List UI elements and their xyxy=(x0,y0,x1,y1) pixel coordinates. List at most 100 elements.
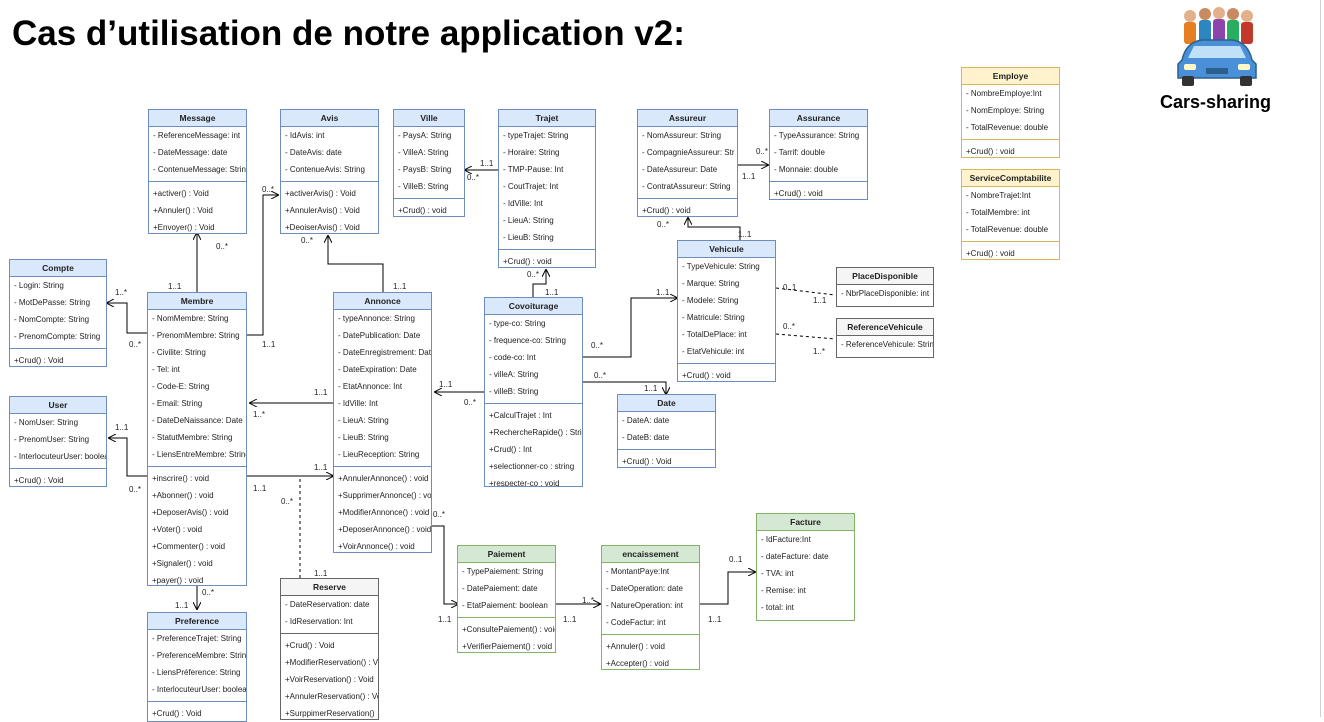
class-attribute: - LieuA: String xyxy=(503,216,554,225)
class-attribute: - TypeAssurance: String xyxy=(774,131,860,140)
class-assureur: Assureur- NomAssureur: String- Compagnie… xyxy=(637,109,738,217)
class-method: +activer() : Void xyxy=(153,189,209,198)
class-name: Covoiturage xyxy=(485,298,582,315)
class-method: +Signaler() : void xyxy=(152,559,213,568)
class-method: +AnnulerAnnonce() : void xyxy=(338,474,429,483)
multiplicity-label: 0..* xyxy=(262,185,275,194)
class-date: Date- DateA: date- DateB: date+Crud() : … xyxy=(617,394,716,468)
class-name: encaissement xyxy=(602,546,699,563)
class-attribute: - DateOperation: date xyxy=(606,584,683,593)
class-name: Trajet xyxy=(499,110,595,127)
class-attribute: - TVA: int xyxy=(761,569,794,578)
line-vehicule-place xyxy=(775,287,836,296)
class-separator xyxy=(458,617,555,618)
class-attribute: - NombreEmploye:Int xyxy=(966,89,1042,98)
class-method: +Crud() : void xyxy=(774,189,823,198)
class-attribute: - DateDeNaissance: Date xyxy=(152,416,243,425)
class-assurance: Assurance- TypeAssurance: String- Tarrif… xyxy=(769,109,868,200)
class-method: +DeposerAvis() : void xyxy=(152,508,229,517)
class-name: Membre xyxy=(148,293,246,310)
class-separator xyxy=(149,181,246,182)
class-method: +Crud() : void xyxy=(966,249,1015,258)
multiplicity-label: 1..1 xyxy=(742,172,756,181)
class-avis: Avis- IdAvis: int- DateAvis: date- Conte… xyxy=(280,109,379,234)
class-method: +Crud() : Void xyxy=(14,476,64,485)
class-attribute: - PreferenceMembre: String xyxy=(152,651,246,660)
multiplicity-label: 0..* xyxy=(281,497,294,506)
class-separator xyxy=(499,249,595,250)
class-method: +Envoyer() : Void xyxy=(153,223,215,232)
class-attribute: - NomAssureur: String xyxy=(642,131,722,140)
line-membre-avis xyxy=(247,195,278,336)
class-method: +ConsultePaiement() : void xyxy=(462,625,555,634)
line-covoit-date xyxy=(583,381,666,394)
class-facture: Facture- IdFacture:Int- dateFacture: dat… xyxy=(756,513,855,621)
class-attribute: - IdReservation: Int xyxy=(285,617,353,626)
class-attribute: - Monnaie: double xyxy=(774,165,839,174)
class-method: +Crud() : void xyxy=(398,206,447,215)
class-separator xyxy=(962,241,1059,242)
class-attribute: - PaysB: String xyxy=(398,165,452,174)
class-method: +respecter-co : void xyxy=(489,479,560,487)
class-attribute: - DateMessage: date xyxy=(153,148,228,157)
class-separator xyxy=(281,633,378,634)
class-attribute: - CoutTrajet: Int xyxy=(503,182,559,191)
class-attribute: - NomMembre: String xyxy=(152,314,229,323)
multiplicity-label: 1..1 xyxy=(115,423,129,432)
class-separator xyxy=(281,181,378,182)
class-attribute: - IdVille: Int xyxy=(338,399,378,408)
multiplicity-label: 1..1 xyxy=(168,282,182,291)
class-attribute: - DateB: date xyxy=(622,433,670,442)
class-attribute: - PreferenceTrajet: String xyxy=(152,634,242,643)
line-membre-compte xyxy=(107,303,147,334)
class-attribute: - ContenueMessage: String xyxy=(153,165,246,174)
class-method: +Abonner() : void xyxy=(152,491,214,500)
class-name: Avis xyxy=(281,110,378,127)
class-method: +activerAvis() : Void xyxy=(285,189,356,198)
multiplicity-label: 1..1 xyxy=(480,159,494,168)
multiplicity-label: 0..* xyxy=(301,236,314,245)
class-method: +Crud() : Void xyxy=(285,641,335,650)
line-encaissement-facture xyxy=(700,572,755,605)
class-attribute: - NomEmploye: String xyxy=(966,106,1045,115)
multiplicity-label: 0..* xyxy=(202,588,215,597)
class-method: +RechercheRapide() : String xyxy=(489,428,582,437)
multiplicity-label: 1..1 xyxy=(813,296,827,305)
class-annonce: Annonce- typeAnnonce: String- DatePublic… xyxy=(333,292,432,553)
class-attribute: - Marque: String xyxy=(682,279,740,288)
class-attribute: - Matricule: String xyxy=(682,313,745,322)
multiplicity-label: 0..* xyxy=(216,242,229,251)
multiplicity-label: 0..* xyxy=(433,510,446,519)
multiplicity-label: 0..1 xyxy=(729,555,743,564)
multiplicity-label: 1..1 xyxy=(262,340,276,349)
class-attribute: - ContratAssureur: String xyxy=(642,182,731,191)
class-user: User- NomUser: String- PrenomUser: Strin… xyxy=(9,396,107,487)
class-attribute: - total: int xyxy=(761,603,794,612)
class-name: Paiement xyxy=(458,546,555,563)
line-covoit-vehicule xyxy=(583,298,677,358)
class-attribute: - PrenomUser: String xyxy=(14,435,90,444)
class-attribute: - villeB: String xyxy=(489,387,539,396)
class-attribute: - LieuB: String xyxy=(503,233,554,242)
class-attribute: - TotalRevenue: double xyxy=(966,123,1049,132)
multiplicity-label: 0..* xyxy=(594,371,607,380)
class-method: +ModifierAnnonce() : void xyxy=(338,508,430,517)
class-separator xyxy=(10,348,106,349)
multiplicity-label: 0..1 xyxy=(783,283,797,292)
class-attribute: - Login: String xyxy=(14,281,64,290)
class-attribute: - frequence-co: String xyxy=(489,336,566,345)
class-name: Preference xyxy=(148,613,246,630)
class-separator xyxy=(602,634,699,635)
class-attribute: - villeA: String xyxy=(489,370,539,379)
multiplicity-label: 1..1 xyxy=(656,288,670,297)
class-placedisponible: PlaceDisponible- NbrPlaceDisponible: int xyxy=(836,267,934,307)
class-name: User xyxy=(10,397,106,414)
class-method: +Accepter() : void xyxy=(606,659,669,668)
class-attribute: - CodeFactur: int xyxy=(606,618,666,627)
multiplicity-label: 0..* xyxy=(657,220,670,229)
class-attribute: - IdFacture:Int xyxy=(761,535,811,544)
multiplicity-label: 1..1 xyxy=(175,601,189,610)
class-name: PlaceDisponible xyxy=(837,268,933,285)
class-attribute: - TypeVehicule: String xyxy=(682,262,760,271)
